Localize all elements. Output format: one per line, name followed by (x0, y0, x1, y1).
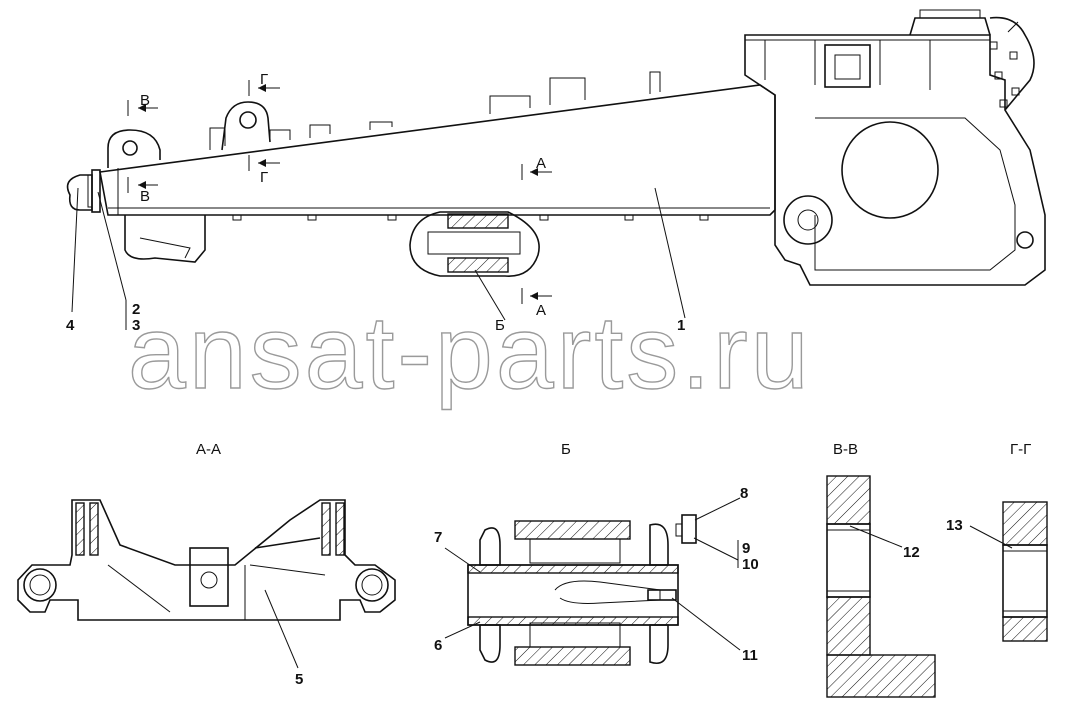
callout-9: 9 (742, 540, 750, 557)
main-frame-view (66, 9, 1046, 286)
marker-b-detail: Б (495, 317, 505, 334)
marker-a-top: А (536, 155, 546, 172)
callout-8: 8 (740, 485, 748, 502)
detail-b-view (467, 514, 697, 666)
main-leaders (71, 187, 686, 330)
section-aa-view (17, 499, 396, 621)
callout-13: 13 (946, 517, 963, 534)
watermark: ansat-parts.ru (128, 295, 812, 411)
title-section-gg: Г-Г (1010, 441, 1031, 458)
section-vv-view (826, 475, 936, 698)
callout-4: 4 (66, 317, 75, 334)
callout-2: 2 (132, 301, 140, 318)
title-section-vv: В-В (833, 441, 858, 458)
callout-6: 6 (434, 637, 442, 654)
callout-1: 1 (677, 317, 685, 334)
callout-3: 3 (132, 317, 140, 334)
section-gg-view (1002, 501, 1048, 642)
marker-g-top: Г (260, 71, 268, 88)
callout-7: 7 (434, 529, 442, 546)
callout-12: 12 (903, 544, 920, 561)
marker-a-bottom: А (536, 302, 546, 319)
section-markers: В В Г Г А А (127, 71, 552, 319)
marker-v-bottom: В (140, 188, 150, 205)
callout-10: 10 (742, 556, 759, 573)
marker-g-bottom: Г (260, 169, 268, 186)
marker-v-top: В (140, 92, 150, 109)
callout-5: 5 (295, 671, 303, 688)
title-section-aa: А-А (196, 441, 221, 458)
title-detail-b: Б (561, 441, 571, 458)
callout-11: 11 (742, 647, 758, 664)
